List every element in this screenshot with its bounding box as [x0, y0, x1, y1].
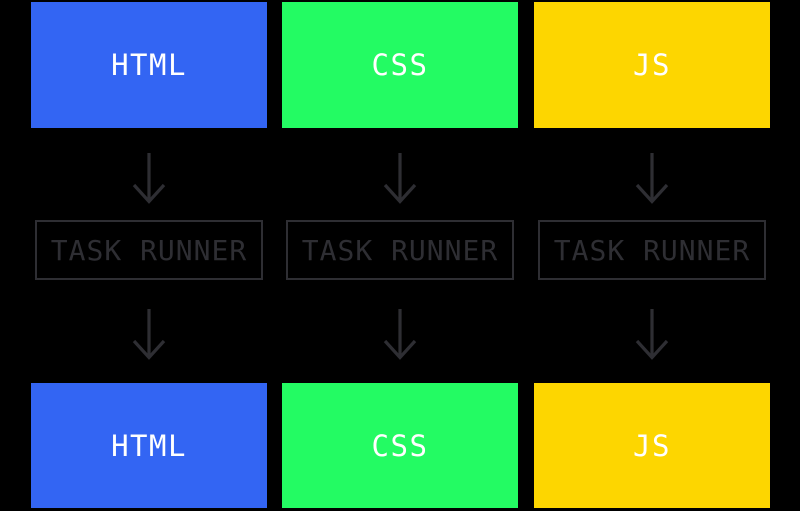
source-box-css-label: CSS — [371, 48, 429, 82]
task-runner-box-html: TASK RUNNER — [35, 220, 263, 280]
arrow-down-icon — [383, 309, 417, 360]
source-box-css: CSS — [282, 2, 518, 128]
output-box-css: CSS — [282, 383, 518, 508]
output-box-js: JS — [534, 383, 770, 508]
pipeline-column-css: CSS TASK RUNNER CSS — [282, 0, 518, 511]
output-box-html-label: HTML — [111, 428, 187, 463]
arrow-down-icon — [383, 153, 417, 204]
arrow-down-icon — [635, 153, 669, 204]
task-runner-label: TASK RUNNER — [553, 233, 751, 267]
source-box-js-label: JS — [633, 48, 671, 82]
arrow-down-icon — [132, 309, 166, 360]
task-runner-label: TASK RUNNER — [50, 233, 248, 267]
source-box-js: JS — [534, 2, 770, 128]
pipeline-column-js: JS TASK RUNNER JS — [534, 0, 770, 511]
output-box-css-label: CSS — [371, 428, 429, 463]
source-box-html-label: HTML — [111, 48, 187, 82]
task-runner-label: TASK RUNNER — [301, 233, 499, 267]
arrow-down-icon — [132, 153, 166, 204]
task-runner-box-css: TASK RUNNER — [286, 220, 514, 280]
task-runner-box-js: TASK RUNNER — [538, 220, 766, 280]
pipeline-column-html: HTML TASK RUNNER HTML — [31, 0, 267, 511]
source-box-html: HTML — [31, 2, 267, 128]
output-box-html: HTML — [31, 383, 267, 508]
arrow-down-icon — [635, 309, 669, 360]
output-box-js-label: JS — [633, 428, 671, 463]
